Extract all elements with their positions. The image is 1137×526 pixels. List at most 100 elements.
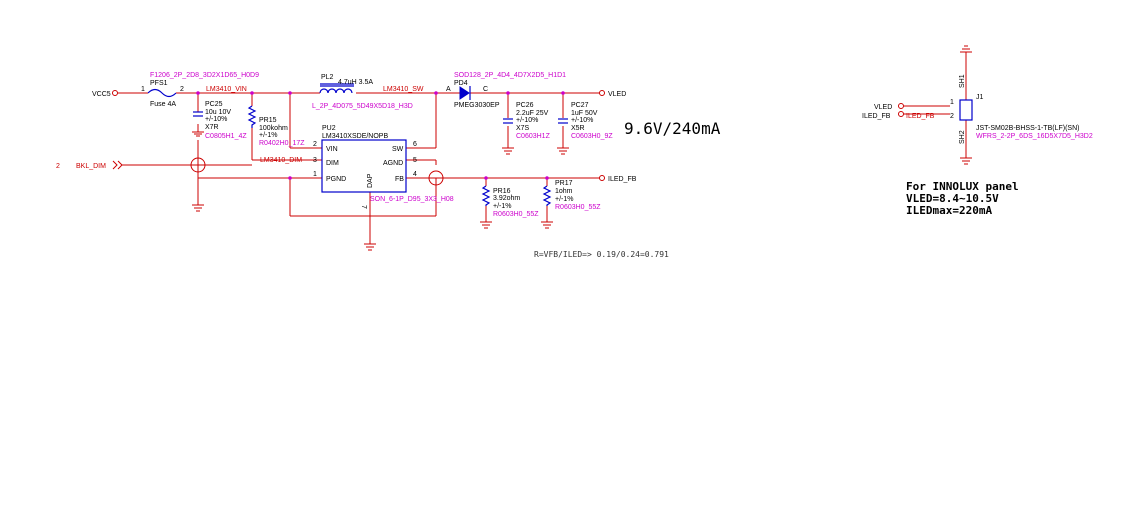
pu2-pin-fb-num: 4 [413,171,417,178]
pr16-tol: +/-1% [493,203,511,210]
j1-pin2-wire-label: ILED_FB [906,113,935,120]
pd4-value: PMEG3030EP [454,102,500,109]
junction-dots [196,91,565,180]
bkl-dim-label: BKL_DIM [76,163,106,170]
pu2-footprint: SON_6-1P_D95_3X3_H08 [370,196,454,203]
pc25-value: 10u 10V [205,109,231,116]
pc25-dielectric: X7R [205,124,219,131]
ic-pu2: PU2 LM3410XSDE/NOPB VIN 2 DIM 3 PGND 1 S… [313,125,454,209]
pd4-ref: PD4 [454,80,468,87]
pu2-pin-dap: DAP [367,173,374,188]
pc27-tol: +/-10% [571,117,593,124]
fuse-pfs1: F1206_2P_2D8_3D2X1D65_H0D9 PFS1 1 2 Fuse… [141,72,259,108]
fuse-value: Fuse 4A [150,101,176,108]
panel-note: For INNOLUX panel VLED=8.4~10.5V ILEDmax… [906,180,1019,217]
j1-pin1-net: VLED [874,104,892,111]
resistor-equation: R=VFB/ILED=> 0.19/0.24=0.791 [534,250,669,259]
inductor-pl2: PL2 4.7uH 3.5A L_2P_4D075_5D49X5D18_H3D [312,74,413,110]
fuse-pin1: 1 [141,86,145,93]
net-lm3410-dim: LM3410_DIM [260,157,302,164]
iled-fb-port: ILED_FB [599,175,637,183]
resistor-pr15: PR15 100kohm +/-1% R0402H0_17Z [247,105,305,147]
capacitor-pc26: PC26 2.2uF 25V +/-10% X7S C0603H1Z [503,102,551,140]
pc25-tol: +/-10% [205,116,227,123]
pu2-pin-dim-num: 3 [313,157,317,164]
panel-note-line3: ILEDmax=220mA [906,204,992,217]
vcc5-label: VCC5 [92,91,111,98]
pu2-pin-vin: VIN [326,146,338,153]
pc27-footprint: C0603H0_9Z [571,133,613,140]
j1-pin2: 2 [950,113,954,120]
pc27-dielectric: X5R [571,125,585,132]
fuse-pin2: 2 [180,86,184,93]
resistor-pr17: PR17 1ohm +/-1% R0603H0_55Z [542,180,601,211]
pc27-value: 1uF 50V [571,110,598,117]
pd4-cathode: C [483,86,488,93]
diode-pd4: SOD128_2P_4D4_4D7X2D5_H1D1 PD4 A C PMEG3… [446,72,566,109]
pl2-ref: PL2 [321,74,334,81]
j1-sh1: SH1 [959,74,966,88]
pu2-value: LM3410XSDE/NOPB [322,133,388,140]
panel-note-line1: For INNOLUX panel [906,180,1019,193]
pr16-value: 3.92ohm [493,195,520,202]
resistor-pr16: PR16 3.92ohm +/-1% R0603H0_55Z [481,185,539,218]
j1-pin1: 1 [950,99,954,106]
fuse-ref: PFS1 [150,80,168,87]
pd4-anode: A [446,86,451,93]
pc26-dielectric: X7S [516,125,530,132]
pu2-pin-agnd: AGND [383,160,403,167]
pu2-pin-sw-num: 6 [413,141,417,148]
wires [118,52,967,244]
output-spec: 9.6V/240mA [624,119,721,138]
pr17-footprint: R0603H0_55Z [555,204,601,211]
pl2-value: 4.7uH 3.5A [338,79,373,86]
ground-symbols [192,45,972,251]
iled-fb-label: ILED_FB [608,176,637,183]
net-lm3410-vin: LM3410_VIN [206,86,247,93]
vcc5-port: VCC5 [92,90,118,98]
net-lm3410-sw: LM3410_SW [383,86,424,93]
pc25-ref: PC25 [205,101,223,108]
connector-j1: SH1 SH2 J1 1 2 JST-SM02B-BHSS-1-TB(LF)(S… [862,74,1093,144]
pu2-pin-dim: DIM [326,160,339,167]
j1-pin2-net: ILED_FB [862,113,891,120]
pr16-ref: PR16 [493,188,511,195]
pd4-footprint: SOD128_2P_4D4_4D7X2D5_H1D1 [454,72,566,79]
pc27-ref: PC27 [571,102,589,109]
pu2-pin-sw: SW [392,146,404,153]
pr17-tol: +/-1% [555,196,573,203]
pl2-footprint: L_2P_4D075_5D49X5D18_H3D [312,103,413,110]
bkl-dim-input: 2 BKL_DIM [56,160,123,170]
pu2-pin-pgnd-num: 1 [313,171,317,178]
pu2-pin-vin-num: 2 [313,141,317,148]
pu2-ref: PU2 [322,125,336,132]
j1-sh2: SH2 [959,130,966,144]
capacitor-pc25: PC25 10u 10V +/-10% X7R C0805H1_4Z [193,101,247,140]
j1-ref: J1 [976,94,984,101]
pc25-footprint: C0805H1_4Z [205,133,247,140]
pr17-value: 1ohm [555,188,573,195]
fuse-footprint: F1206_2P_2D8_3D2X1D65_H0D9 [150,72,259,79]
pu2-pin-dap-num: 7 [360,205,367,209]
vled-port: VLED [599,90,626,98]
vled-label: VLED [608,91,626,98]
pc26-ref: PC26 [516,102,534,109]
pr16-footprint: R0603H0_55Z [493,211,539,218]
pr15-value: 100kohm [259,125,288,132]
crossover-circle-fb [428,170,444,186]
pc26-footprint: C0603H1Z [516,133,551,140]
j1-footprint: WFRS_2-2P_6DS_16D5X7D5_H3D2 [976,133,1093,140]
pu2-pin-fb: FB [395,176,404,183]
crossover-circle-bkl [190,157,206,173]
capacitor-pc27: PC27 1uF 50V +/-10% X5R C0603H0_9Z [558,102,613,140]
panel-note-line2: VLED=8.4~10.5V [906,192,999,205]
pr15-footprint: R0402H0_17Z [259,140,305,147]
pu2-pin-agnd-num: 5 [413,157,417,164]
pc26-tol: +/-10% [516,117,538,124]
pu2-pin-pgnd: PGND [326,176,346,183]
pc26-value: 2.2uF 25V [516,110,549,117]
pr15-ref: PR15 [259,117,277,124]
bkl-dim-sheet: 2 [56,163,60,170]
pr15-tol: +/-1% [259,132,277,139]
